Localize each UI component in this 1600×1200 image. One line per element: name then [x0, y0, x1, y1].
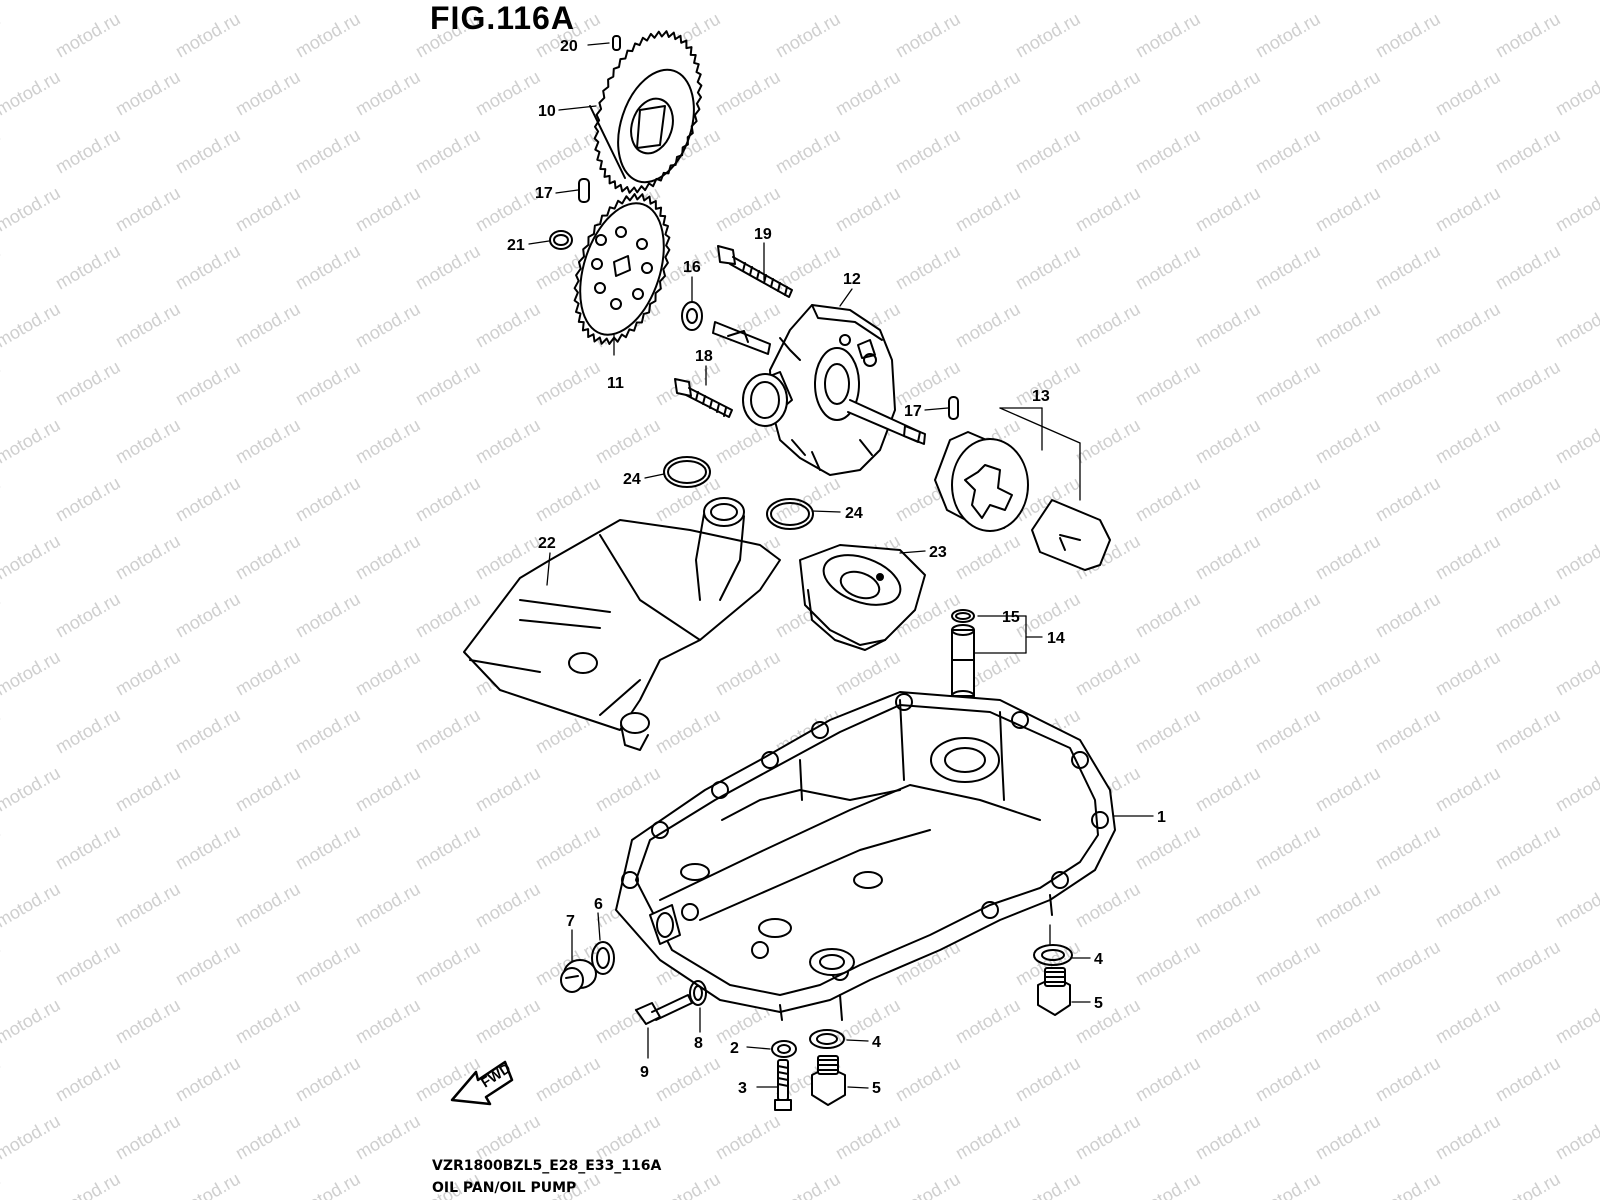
callout-labels: 20 10 17 21 19 16 12 18 11 17 13 24 24 2…	[507, 38, 1166, 1097]
model-code: VZR1800BZL5_E28_E33_116A	[432, 1158, 662, 1174]
baffle-plate-22	[463, 497, 781, 751]
bolt-3	[774, 1059, 792, 1111]
callout-21: 21	[507, 237, 525, 254]
pin-20	[612, 35, 621, 51]
drain-plug-5-right	[1037, 967, 1071, 1016]
callout-18: 18	[695, 348, 713, 365]
callout-9: 9	[640, 1064, 649, 1081]
circlip-21	[549, 230, 573, 250]
gasket-8	[689, 980, 707, 1006]
callout-22: 22	[538, 535, 556, 552]
callout-12: 12	[843, 271, 861, 288]
leader-lines	[528, 42, 1154, 1089]
oil-strainer-23	[799, 544, 926, 651]
bolt-19	[717, 245, 793, 298]
callout-15: 15	[1002, 609, 1020, 626]
plug-7	[560, 959, 597, 993]
callout-10: 10	[538, 103, 556, 120]
callout-17-lower: 17	[904, 403, 922, 420]
washer-4-lower	[809, 1029, 845, 1049]
drain-plug-5-lower	[811, 1055, 846, 1106]
callout-16: 16	[683, 259, 701, 276]
rotor-set-13	[934, 431, 1111, 571]
dowel-17-upper	[578, 178, 590, 203]
callout-3: 3	[738, 1080, 747, 1097]
forward-arrow-icon: FWD	[450, 1060, 513, 1106]
gear-10	[589, 30, 703, 194]
callout-6: 6	[594, 896, 603, 913]
callout-4-lower: 4	[872, 1034, 881, 1051]
bolt-9	[635, 994, 693, 1025]
callout-20: 20	[560, 38, 578, 55]
callout-7: 7	[566, 913, 575, 930]
gasket-6	[591, 941, 615, 975]
washer-16	[681, 301, 703, 331]
dowel-17-lower	[948, 396, 959, 420]
figure-title: FIG.116A	[430, 0, 575, 36]
bolt-18	[674, 378, 733, 418]
callout-14: 14	[1047, 630, 1065, 647]
callout-8: 8	[694, 1035, 703, 1052]
washer-2	[771, 1040, 797, 1058]
callout-19: 19	[754, 226, 772, 243]
callout-24-right: 24	[845, 505, 863, 522]
callout-24-left: 24	[623, 471, 641, 488]
callout-2: 2	[730, 1040, 739, 1057]
o-ring-15	[951, 609, 975, 623]
oil-pan-1	[615, 691, 1116, 1021]
o-ring-24-left	[663, 456, 711, 488]
relief-pipe-14	[951, 624, 975, 702]
washer-4-right	[1033, 944, 1073, 966]
watermark-text: motod.ru	[0, 1169, 4, 1200]
callout-13: 13	[1032, 388, 1050, 405]
callout-1: 1	[1157, 809, 1166, 826]
diagram-caption: OIL PAN/OIL PUMP	[432, 1180, 577, 1196]
callout-5-right: 5	[1094, 995, 1103, 1012]
oil-pump-12	[712, 304, 926, 476]
gear-11	[573, 193, 671, 345]
callout-4-right: 4	[1094, 951, 1103, 968]
o-ring-24-right	[766, 498, 814, 530]
callout-17-upper: 17	[535, 185, 553, 202]
callout-11: 11	[607, 375, 624, 392]
callout-23: 23	[929, 544, 947, 561]
callout-5-lower: 5	[872, 1080, 881, 1097]
